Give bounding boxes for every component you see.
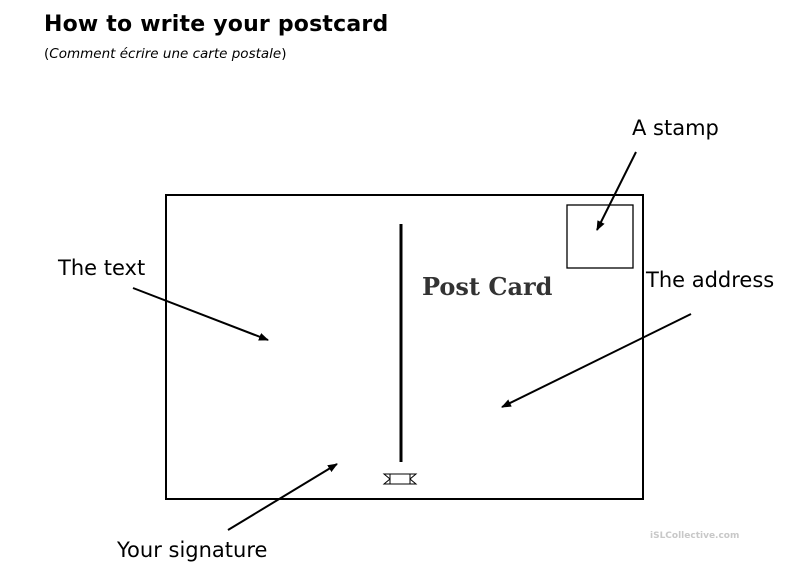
signature-arrow — [227, 463, 338, 531]
stamp-box — [566, 204, 634, 269]
label-address: The address — [646, 268, 775, 292]
postcard-heading: Post Card — [422, 272, 553, 301]
page-title: How to write your postcard — [44, 12, 389, 37]
text-arrow — [132, 287, 269, 341]
divider-ornament-icon — [382, 473, 418, 485]
page-subtitle: (Comment écrire une carte postale) — [44, 46, 287, 62]
subtitle-text: Comment écrire une carte postale — [49, 46, 282, 62]
subtitle-close-paren: ) — [281, 46, 287, 62]
address-arrow — [501, 313, 692, 408]
subtitle-open-paren: ( — [44, 46, 50, 62]
stamp-arrow — [596, 151, 637, 231]
label-signature: Your signature — [117, 538, 268, 562]
watermark: iSLCollective.com — [650, 531, 740, 541]
postcard-outline — [165, 194, 644, 500]
label-stamp: A stamp — [632, 116, 719, 140]
label-text: The text — [58, 256, 146, 280]
